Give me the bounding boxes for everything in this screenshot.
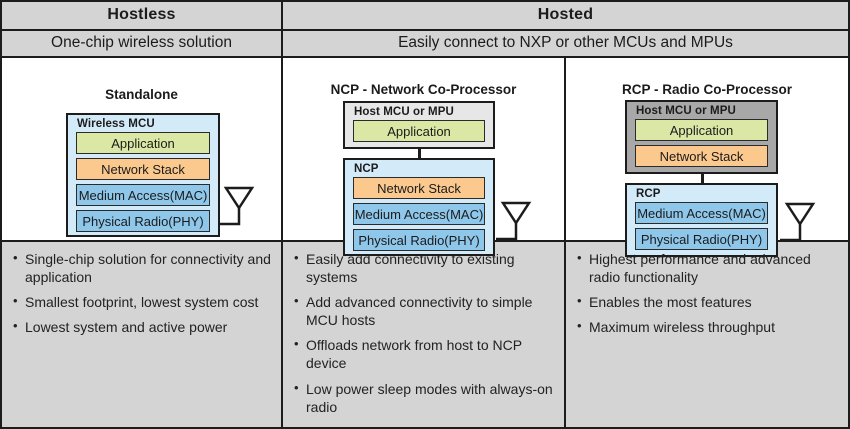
bullet-item: Low power sleep modes with always-on rad… [293, 380, 556, 416]
network-stack-layer: Network Stack [76, 158, 210, 181]
features-rcp: Highest performance and advanced radio f… [566, 242, 848, 428]
ncp-title: NCP - Network Co-Processor [330, 82, 517, 98]
features-standalone: Single-chip solution for connectivity an… [2, 241, 283, 427]
bullet-item: Add advanced connectivity to simple MCU … [293, 293, 556, 329]
header-hosted: Hosted [283, 2, 848, 29]
diagram-row: Standalone Wireless MCU Application Netw… [2, 58, 848, 258]
ncp-label: NCP [354, 163, 379, 176]
host-device-connector [418, 149, 421, 159]
diagram-standalone: Standalone Wireless MCU Application Netw… [2, 58, 283, 240]
network-stack-layer: Network Stack [353, 177, 485, 200]
bullet-item: Enables the most features [576, 293, 840, 311]
hosted-subtitle: Easily connect to NXP or other MCUs and … [398, 34, 733, 52]
hostless-title: Hostless [107, 6, 176, 24]
hostless-subtitle: One-chip wireless solution [51, 34, 232, 52]
header-row: Hostless Hosted [2, 2, 848, 31]
phy-layer: Physical Radio(PHY) [76, 210, 210, 233]
bullet-item: Single-chip solution for connectivity an… [12, 250, 273, 286]
antenna-icon [219, 187, 255, 226]
bullet-list: Single-chip solution for connectivity an… [12, 250, 273, 337]
application-layer: Application [76, 132, 210, 155]
header-hostless: Hostless [2, 2, 283, 29]
bullet-list: Highest performance and advanced radio f… [576, 250, 840, 337]
mac-layer: Medium Access(MAC) [635, 202, 768, 225]
subtitle-row: One-chip wireless solution Easily connec… [2, 30, 848, 59]
bullet-item: Highest performance and advanced radio f… [576, 250, 840, 286]
host-device-connector [701, 174, 704, 184]
wireless-mcu-box: Wireless MCU Application Network Stack M… [66, 113, 220, 238]
rcp-label: RCP [636, 188, 661, 201]
phy-layer: Physical Radio(PHY) [353, 229, 485, 252]
features-ncp: Easily add connectivity to existing syst… [283, 241, 566, 427]
diagram-rcp: RCP - Radio Co-Processor Host MCU or MPU… [566, 58, 848, 258]
wireless-mcu-label: Wireless MCU [77, 118, 155, 131]
hosted-title: Hosted [537, 6, 594, 24]
rcp-box: RCP Medium Access(MAC) Physical Radio(PH… [625, 183, 778, 258]
mac-layer: Medium Access(MAC) [353, 203, 485, 226]
rcp-title: RCP - Radio Co-Processor [621, 82, 793, 98]
antenna-icon [780, 203, 816, 242]
bullet-item: Offloads network from host to NCP device [293, 336, 556, 372]
phy-layer: Physical Radio(PHY) [635, 228, 768, 251]
bullet-item: Easily add connectivity to existing syst… [293, 250, 556, 286]
features-row: Single-chip solution for connectivity an… [2, 241, 848, 428]
ncp-host-box: Host MCU or MPU Application [343, 101, 495, 150]
diagram-ncp: NCP - Network Co-Processor Host MCU or M… [283, 58, 566, 257]
application-layer: Application [353, 120, 485, 143]
ncp-box: NCP Network Stack Medium Access(MAC) Phy… [343, 158, 495, 257]
bullet-list: Easily add connectivity to existing syst… [293, 250, 556, 417]
bullet-item: Lowest system and active power [12, 318, 273, 336]
antenna-icon [496, 202, 532, 241]
mac-layer: Medium Access(MAC) [76, 184, 210, 207]
ncp-host-label: Host MCU or MPU [354, 106, 454, 119]
subtitle-hosted: Easily connect to NXP or other MCUs and … [283, 31, 848, 57]
rcp-host-box: Host MCU or MPU Application Network Stac… [625, 100, 778, 175]
subtitle-hostless: One-chip wireless solution [2, 30, 283, 57]
standalone-title: Standalone [105, 87, 178, 103]
rcp-host-label: Host MCU or MPU [636, 105, 736, 118]
bullet-item: Maximum wireless throughput [576, 318, 840, 336]
application-layer: Application [635, 119, 768, 142]
bullet-item: Smallest footprint, lowest system cost [12, 293, 273, 311]
network-stack-layer: Network Stack [635, 145, 768, 168]
